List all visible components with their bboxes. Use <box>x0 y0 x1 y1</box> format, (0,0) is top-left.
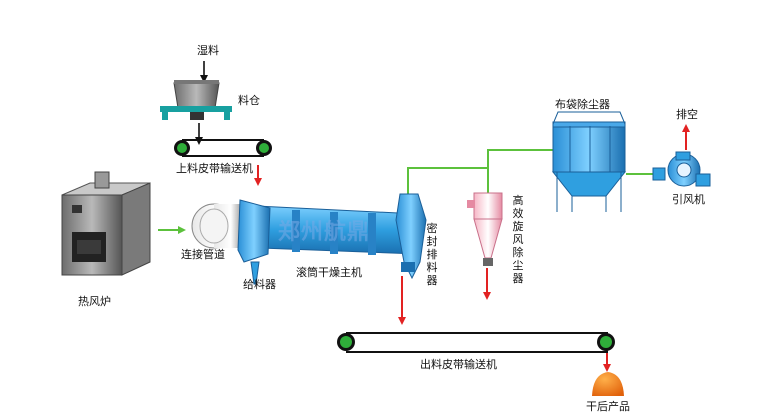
label-product: 干后产品 <box>586 400 630 413</box>
induced-fan <box>652 151 711 187</box>
feed-belt-conveyor <box>174 139 272 157</box>
pipe-to-bag-filter <box>487 149 553 168</box>
label-drum-dryer: 滚筒干燥主机 <box>296 266 362 279</box>
dried-product-pile <box>592 372 624 396</box>
air-pipe-network <box>407 149 655 198</box>
label-connecting-pipe: 连接管道 <box>181 248 225 261</box>
label-induced-fan: 引风机 <box>672 193 705 206</box>
drum-dryer <box>191 199 419 285</box>
label-output-belt: 出料皮带输送机 <box>420 358 497 371</box>
watermark: 郑州航鼎 <box>278 220 371 245</box>
label-hot-air-furnace: 热风炉 <box>78 295 111 308</box>
sealed-discharger <box>395 193 427 280</box>
label-feed-belt: 上料皮带输送机 <box>176 162 253 175</box>
cyclone-separator <box>467 192 503 266</box>
pipe-discharger-to-cyclone <box>407 167 489 198</box>
label-feeder: 给料器 <box>243 278 276 291</box>
label-cyclone: 高效旋风除尘器 <box>512 194 524 285</box>
label-wet-material: 湿料 <box>197 44 219 57</box>
label-sealed-discharger: 密封排料器 <box>426 222 438 287</box>
output-belt-conveyor <box>337 332 615 353</box>
material-bin <box>160 80 232 120</box>
label-exhaust: 排空 <box>676 108 698 121</box>
label-bin: 料仓 <box>238 94 260 107</box>
hot-air-furnace <box>61 171 151 276</box>
bag-filter <box>551 111 627 212</box>
label-bag-filter: 布袋除尘器 <box>555 98 610 111</box>
